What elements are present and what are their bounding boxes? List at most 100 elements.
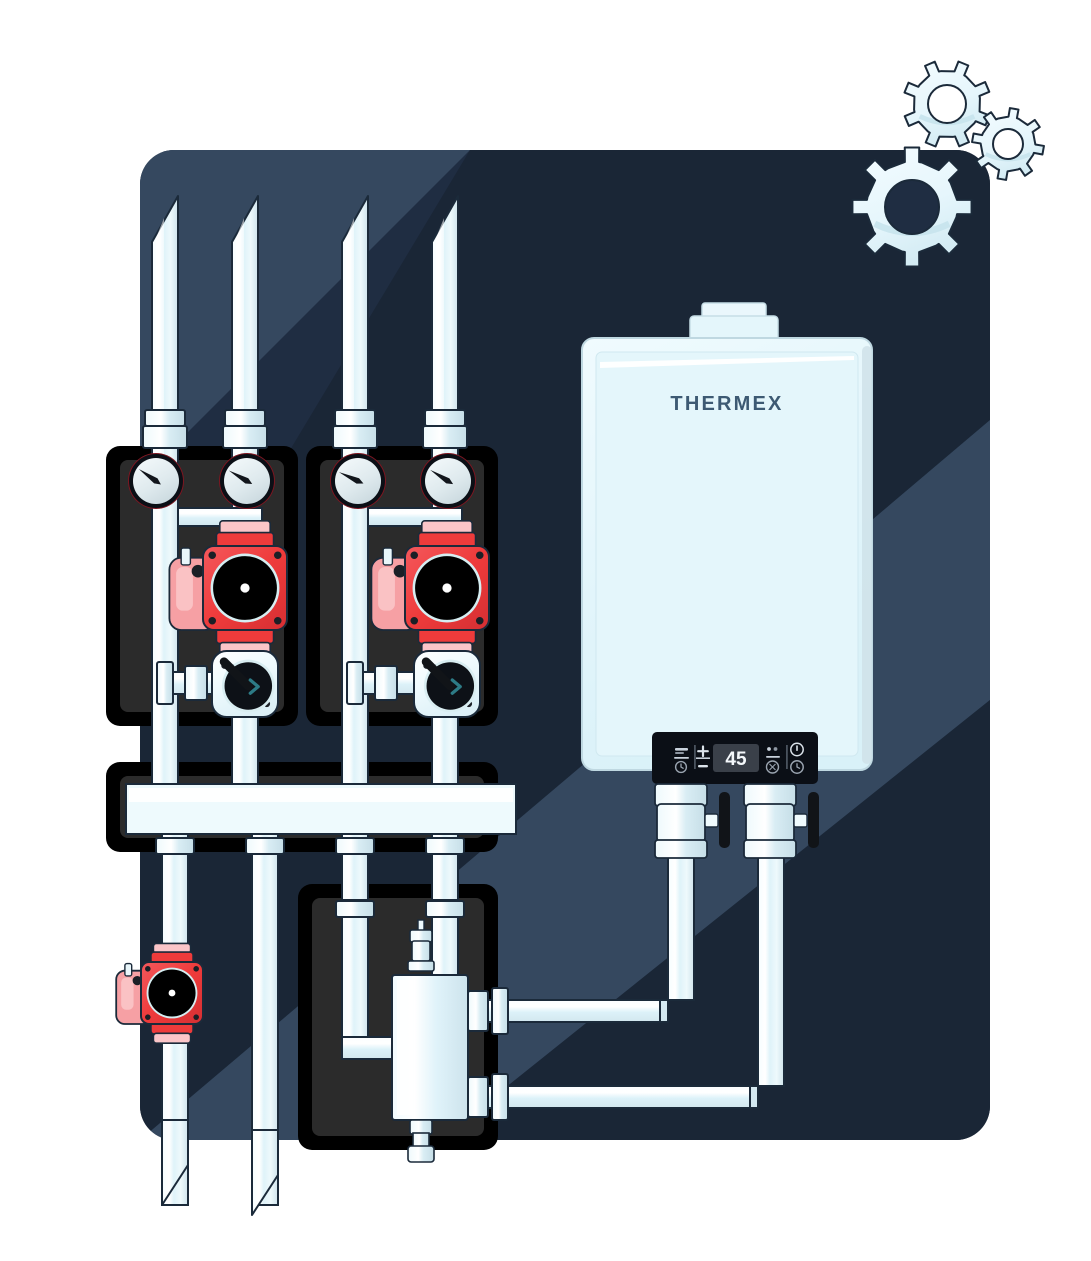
shutoff-valves-group — [654, 783, 819, 859]
power-button-icon[interactable] — [790, 742, 804, 757]
mixing-valve-1 — [211, 650, 279, 718]
mode-button-icon-bar2 — [675, 752, 684, 754]
temperature-display: 45 — [713, 744, 759, 772]
riser-pipe-3-collar-upper — [334, 409, 376, 427]
mode-button-divider — [674, 757, 689, 759]
increase-button-icon[interactable] — [697, 745, 709, 758]
separator-upper-port-collar — [467, 990, 489, 1032]
circulation-pump-1 — [168, 519, 288, 657]
circulation-pump-2-terminal-highlight — [378, 567, 395, 611]
circulation-pump-1-bolt-4 — [273, 616, 282, 625]
mode-button-icon[interactable] — [675, 748, 688, 751]
stripe-light-1 — [140, 150, 470, 480]
manifold-drop-2-collar — [245, 837, 285, 855]
circulation-pump-2-bleed-nipple — [382, 547, 394, 566]
gear-cluster — [851, 60, 1045, 268]
pressure-gauges-group — [128, 453, 476, 509]
automatic-air-vent-nut — [407, 960, 435, 972]
boiler-return-shutoff-valve — [743, 783, 819, 859]
circulation-pump-2-hub — [442, 583, 452, 593]
display-temperature-value: 45 — [725, 749, 747, 770]
boiler-return-shutoff-valve-handle — [808, 792, 819, 848]
dial-button-pointer — [680, 763, 684, 770]
riser-pipe-2-collar-lower — [222, 425, 268, 449]
boiler-control-panel[interactable]: 45 — [652, 732, 818, 784]
group1-tee-joint — [156, 661, 174, 705]
circulation-pump-3-bottom-flange-2 — [152, 1032, 192, 1045]
riser-pipe-4-highlight — [436, 218, 444, 470]
gear-medium-hub — [927, 84, 967, 124]
reset-button-icon[interactable] — [790, 760, 804, 774]
right-divider-top — [766, 756, 780, 758]
control-divider-right — [786, 745, 788, 769]
boiler-flow-shutoff-valve-upper-nut — [654, 783, 708, 807]
gear-large-hub — [884, 179, 940, 235]
flame-button-icon[interactable] — [765, 760, 780, 774]
riser-pipe-4-collar-upper — [424, 409, 466, 427]
riser-pipe-2 — [231, 195, 259, 471]
riser-pipe-1-collar-upper — [144, 409, 186, 427]
boiler-return-shutoff-valve-stem — [793, 813, 808, 828]
boiler-flow-shutoff-valve-body — [656, 803, 706, 843]
boiler-return-connection-horizontal — [467, 1085, 751, 1109]
boiler-return-shutoff-valve-body — [745, 803, 795, 843]
circulation-pump-2-bolt-4 — [475, 616, 484, 625]
boiler-flow-shutoff-valve-stem — [704, 813, 719, 828]
riser-pipe-2-highlight — [236, 218, 244, 470]
decrease-button-icon[interactable] — [698, 765, 708, 768]
separator-drain-valve — [407, 1145, 435, 1163]
control-mid-divider — [696, 757, 710, 759]
mixing-valve-1-handle — [219, 657, 253, 691]
separator-lower-port-nut — [491, 1073, 509, 1121]
boiler-right-edge-shade — [862, 346, 872, 764]
separator-left-collar — [335, 900, 375, 918]
circulation-pump-1-terminal-screw — [191, 564, 205, 578]
circulation-pump-2-bolt-2 — [475, 551, 484, 560]
circulation-pump-2-bolt-3 — [410, 616, 419, 625]
flame-button-cross — [769, 763, 776, 771]
circulation-pump-2-terminal-screw — [393, 564, 407, 578]
riser-pipe-1-highlight — [156, 218, 164, 470]
gear-large — [851, 146, 973, 268]
thermex-wall-boiler: THERMEX 45 — [581, 302, 873, 784]
pressure-gauge-1-needle — [138, 468, 161, 485]
mixing-valve-1-flow-arrow — [248, 678, 260, 695]
manifold-drop-3-collar — [335, 837, 375, 855]
circulation-pump-3-terminal-screw — [132, 975, 142, 986]
control-left-buttons[interactable] — [674, 745, 710, 774]
dial-button-icon[interactable] — [674, 760, 688, 774]
boiler-return-shutoff-valve-lower-nut — [743, 839, 797, 859]
mixing-valve-2 — [413, 650, 481, 718]
boiler-highlight — [600, 356, 854, 368]
drop-pipe-2-end-shaft — [251, 1129, 279, 1216]
pressure-gauge-3-needle — [338, 472, 364, 484]
group2-left-riser — [341, 465, 369, 791]
riser-pipe-2-collar-upper — [224, 409, 266, 427]
circulation-pump-3-terminal-highlight — [121, 977, 134, 1010]
group2-tee-joint — [346, 661, 364, 705]
pressure-gauge-2 — [219, 453, 275, 509]
riser-pipe-3-collar-lower — [332, 425, 378, 449]
riser-pipe-4-collar-lower — [422, 425, 468, 449]
control-right-buttons[interactable] — [765, 742, 804, 774]
drop-pipe-1-end — [161, 1119, 189, 1206]
boiler-return-riser — [757, 839, 785, 1087]
circulation-pump-3-bolt-3 — [145, 1014, 151, 1020]
separator-lower-port-collar — [467, 1076, 489, 1118]
circulation-pump-3-hub — [168, 989, 176, 997]
circulation-pump-1-bolt-3 — [208, 616, 217, 625]
hydraulic-separator-group — [391, 919, 469, 1163]
circulation-pump-3-bleed-nipple — [124, 962, 133, 977]
mixing-valve-2-handle — [421, 657, 455, 691]
circulation-pump-1-terminal-highlight — [176, 567, 193, 611]
circulation-pump-3-bolt-2 — [193, 966, 199, 972]
boiler-brand-logo: THERMEX — [670, 393, 783, 415]
circulation-pump-1-hub — [240, 583, 250, 593]
boiler-flow-shutoff-valve-handle — [719, 792, 730, 848]
automatic-air-vent-body — [411, 940, 431, 962]
pressure-gauge-4-needle — [430, 469, 454, 485]
circulation-pump-1-bleed-nipple — [180, 547, 192, 566]
reset-button-pointer — [796, 763, 801, 770]
